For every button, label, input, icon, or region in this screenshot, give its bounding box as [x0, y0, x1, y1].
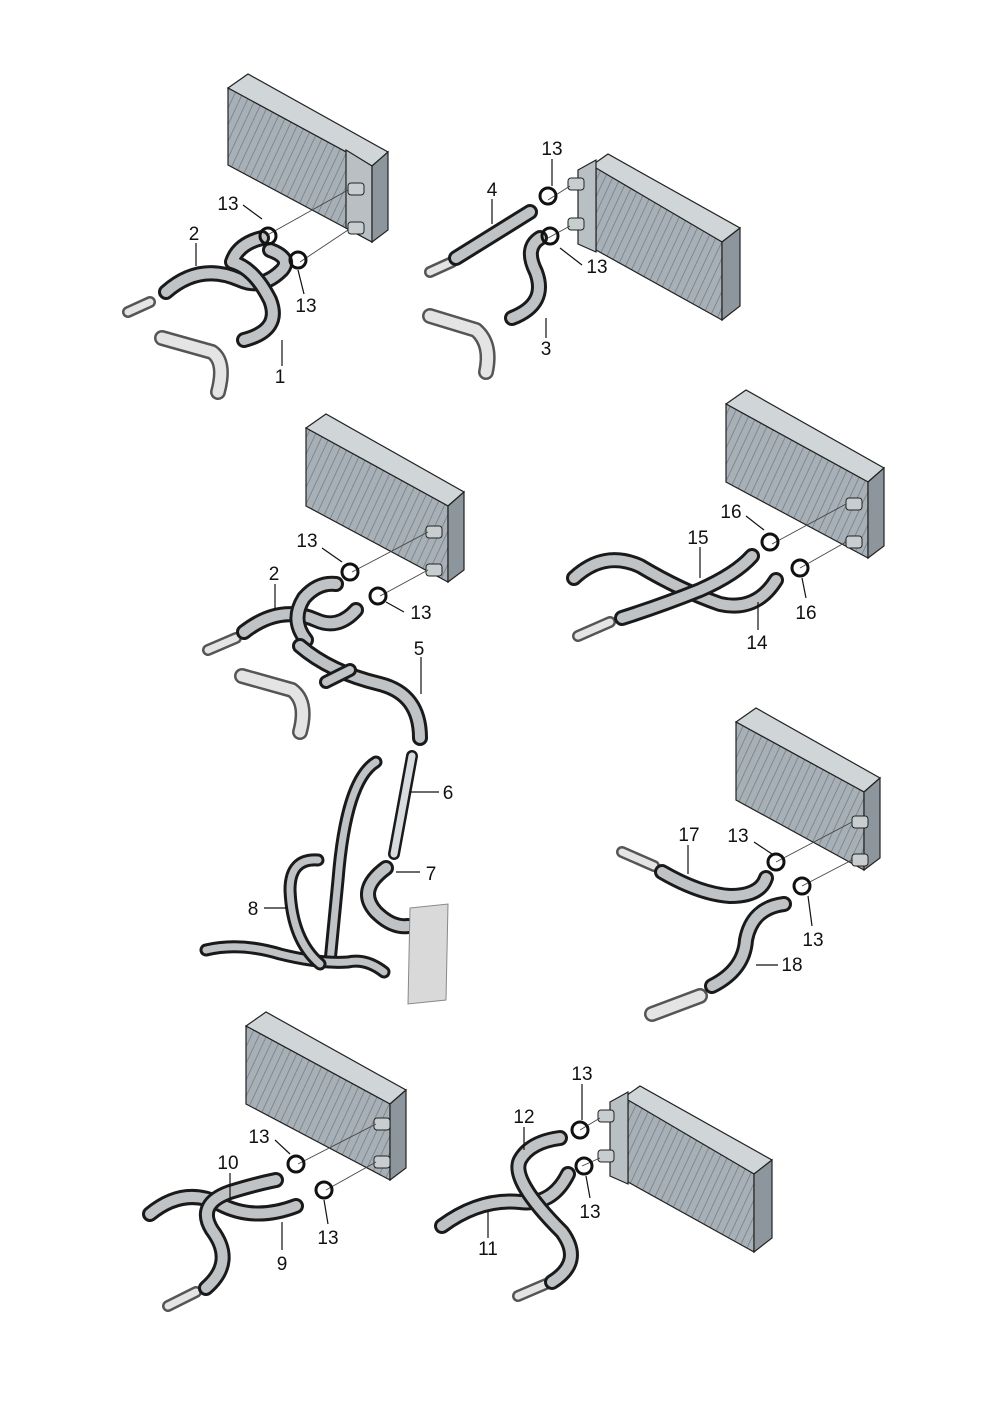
- callout-1: 1: [275, 367, 286, 388]
- callout-15: 15: [687, 528, 708, 549]
- hose-assembly-group-1: [122, 189, 349, 400]
- callout-10: 10: [217, 1153, 238, 1174]
- callout-13: 13: [802, 930, 823, 951]
- callout-13: 13: [541, 139, 562, 160]
- callout-14: 14: [746, 633, 768, 654]
- callout-2: 2: [269, 564, 280, 585]
- callout-11: 11: [478, 1239, 498, 1260]
- callout-3: 3: [541, 339, 552, 360]
- callout-13: 13: [248, 1127, 269, 1148]
- hose-assembly-group-6: [142, 1123, 377, 1312]
- callout-6: 6: [443, 783, 454, 804]
- callout-13: 13: [586, 257, 607, 278]
- callout-13: 13: [296, 531, 317, 552]
- heater-core-middle-right: [724, 389, 886, 560]
- callout-17: 17: [678, 825, 699, 846]
- callout-4: 4: [487, 180, 498, 201]
- heater-core-bottom-right: [597, 1085, 774, 1254]
- callout-8: 8: [248, 899, 259, 920]
- callout-5: 5: [414, 639, 425, 660]
- heater-core-middle-left: [304, 413, 466, 584]
- hose-assembly-group-5: [616, 821, 853, 1022]
- callout-12: 12: [513, 1107, 534, 1128]
- callout-labels: 13 2 13 1 4 13 13 3 13 2 13 5 6 7 8 15 1…: [189, 139, 824, 1275]
- hose-assembly-group-4: [566, 503, 847, 642]
- callout-18: 18: [781, 955, 802, 976]
- leader-lines: [195, 159, 813, 1250]
- heater-core-lower-right: [734, 707, 882, 872]
- callout-13: 13: [317, 1228, 338, 1249]
- callout-13: 13: [571, 1064, 592, 1085]
- callout-13: 13: [727, 826, 748, 847]
- hose-assembly-group-7: [434, 1117, 601, 1302]
- callout-16: 16: [795, 603, 816, 624]
- heater-core-top-left: [226, 73, 390, 244]
- callout-7: 7: [426, 864, 437, 885]
- heater-core-bottom-left: [244, 1011, 408, 1182]
- callout-13: 13: [579, 1202, 600, 1223]
- callout-13: 13: [410, 603, 431, 624]
- callout-16: 16: [720, 502, 741, 523]
- hose-assembly-group-2: [422, 185, 571, 380]
- callout-9: 9: [277, 1254, 288, 1275]
- heater-core-top-right: [567, 153, 742, 322]
- callout-2: 2: [189, 224, 200, 245]
- callout-13: 13: [295, 296, 316, 317]
- hose-assembly-group-3: [199, 531, 449, 1005]
- callout-13: 13: [217, 194, 238, 215]
